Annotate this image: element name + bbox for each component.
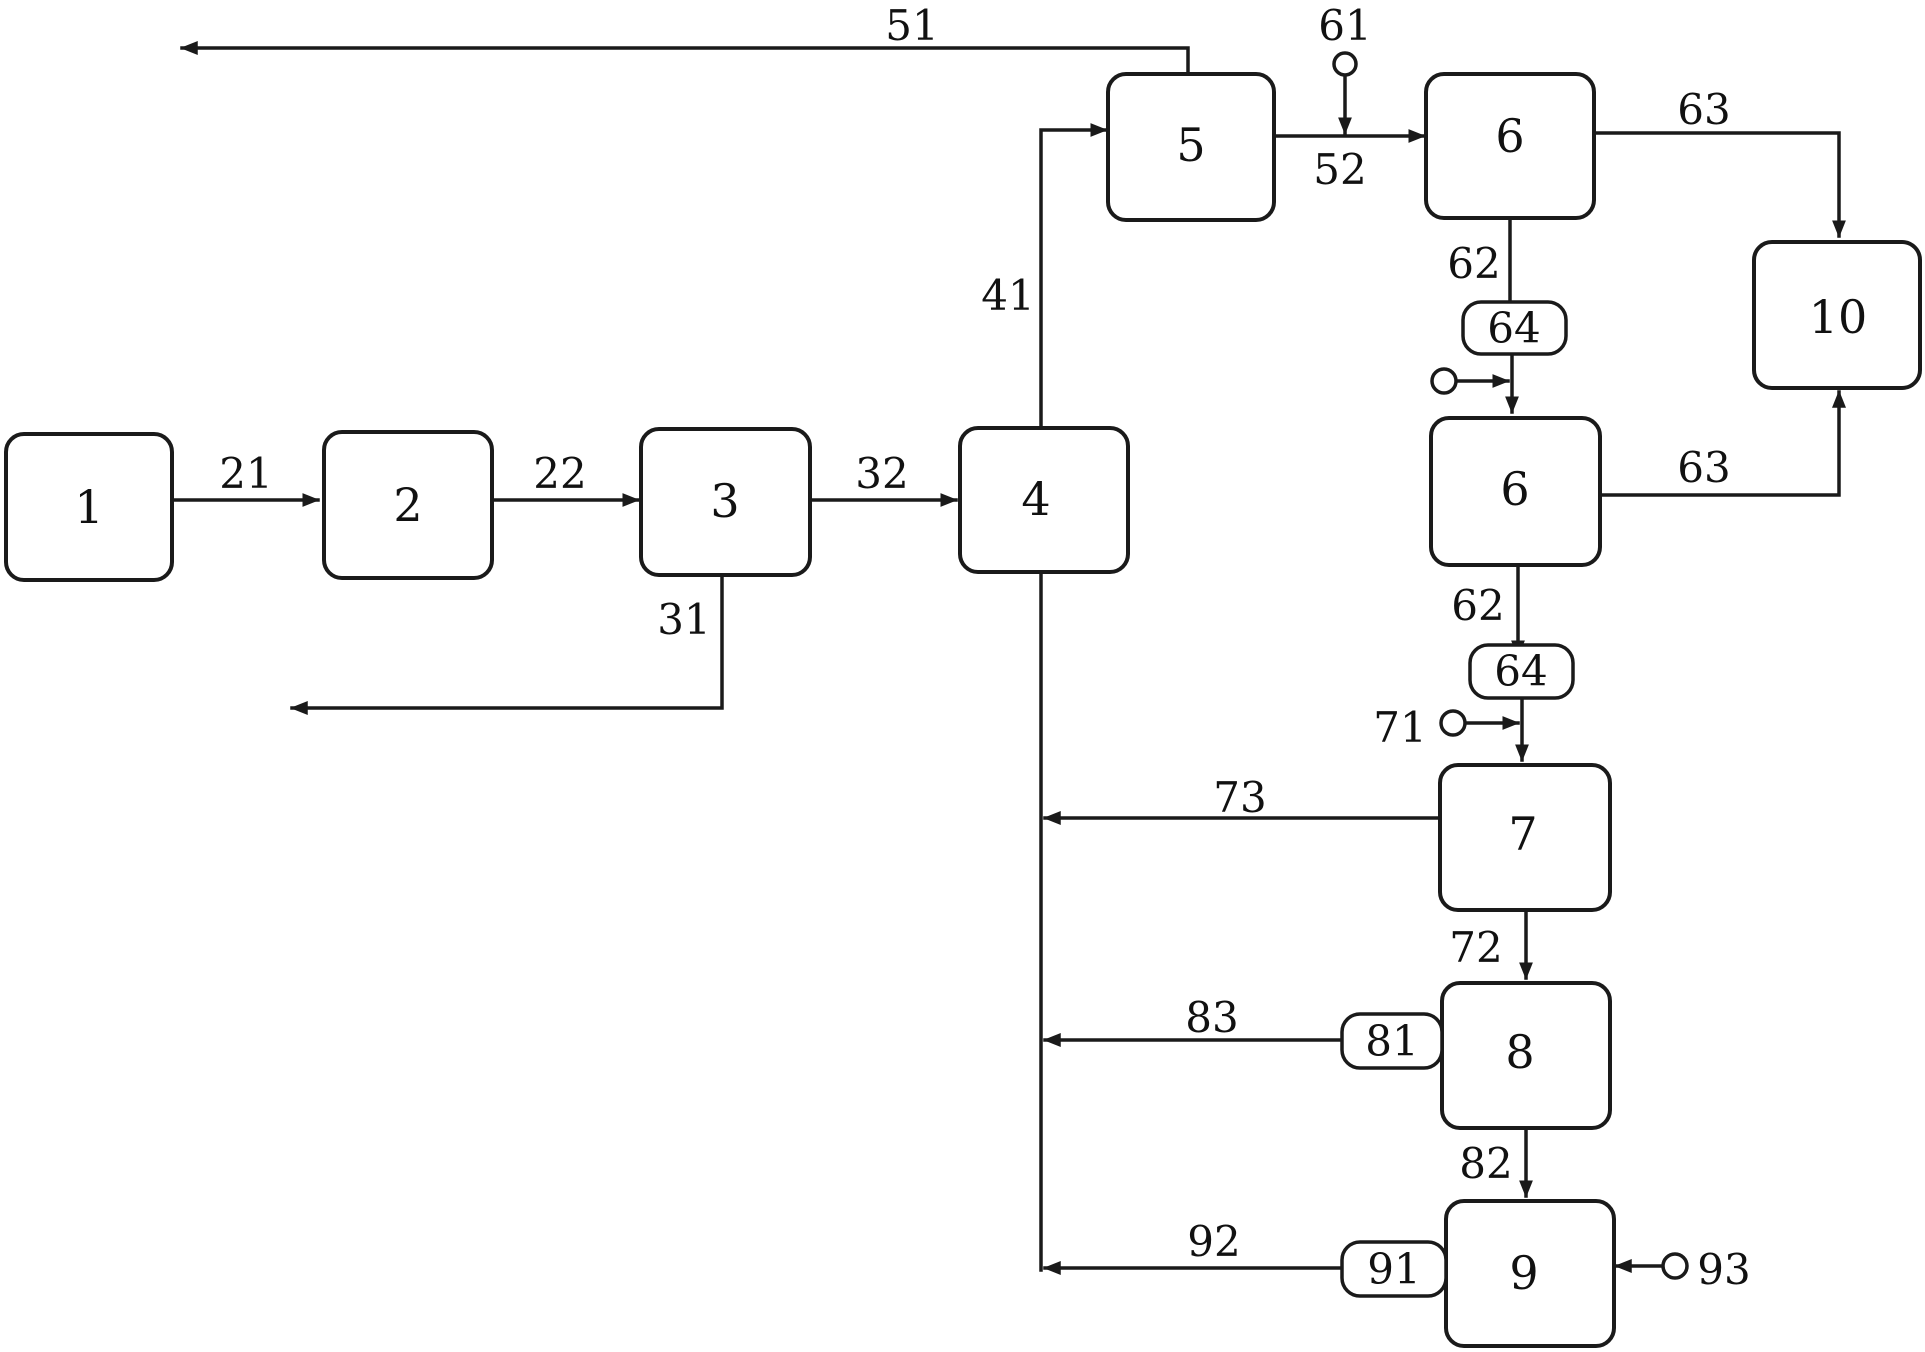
stream-62-bottom-label: 62 — [1451, 581, 1504, 630]
unit-7: 7 — [1438, 763, 1612, 912]
unit-10: 10 — [1752, 240, 1922, 390]
unit-4-label: 4 — [1021, 472, 1050, 526]
unit-5-label: 5 — [1176, 118, 1205, 172]
unit-1-label: 1 — [74, 480, 103, 534]
feed-71-icon — [1439, 709, 1467, 737]
unit-8: 8 — [1440, 981, 1612, 1130]
fitting-64-bottom: 64 — [1468, 643, 1575, 700]
stream-31-line — [290, 573, 724, 715]
stream-62-top-label: 62 — [1447, 239, 1500, 288]
stream-21-label: 21 — [219, 449, 272, 498]
unit-7-label: 7 — [1508, 807, 1537, 861]
stream-41-line — [1039, 123, 1108, 427]
unit-6-bottom: 6 — [1429, 416, 1602, 567]
stream-22-label: 22 — [533, 449, 586, 498]
stream-63-top-label: 63 — [1677, 85, 1730, 134]
stream-93-label: 93 — [1697, 1245, 1750, 1294]
feed-61-icon — [1332, 51, 1358, 77]
unit-1: 1 — [4, 432, 174, 582]
fitting-64-top: 64 — [1461, 300, 1568, 356]
feed-side-icon — [1430, 367, 1458, 395]
unit-9-label: 9 — [1509, 1246, 1538, 1300]
stream-82-label: 82 — [1459, 1139, 1512, 1188]
unit-3: 3 — [639, 427, 812, 577]
unit-6-top: 6 — [1424, 72, 1596, 220]
stream-71-label: 71 — [1373, 703, 1426, 752]
stream-labels: 21 22 31 32 41 51 52 61 63 62 63 62 71 7… — [219, 1, 1750, 1294]
stream-51-line — [180, 41, 1190, 76]
unit-4: 4 — [958, 426, 1130, 574]
feed-points — [1332, 51, 1689, 1280]
stream-63-bottom-label: 63 — [1677, 443, 1730, 492]
unit-9: 9 — [1444, 1199, 1616, 1348]
stream-32-label: 32 — [855, 449, 908, 498]
stream-51-label: 51 — [885, 1, 938, 50]
fitting-91: 91 — [1340, 1240, 1448, 1298]
fitting-64-bottom-label: 64 — [1494, 647, 1547, 696]
fitting-81: 81 — [1340, 1012, 1444, 1070]
stream-92-label: 92 — [1187, 1217, 1240, 1266]
unit-10-label: 10 — [1809, 290, 1868, 344]
unit-2: 2 — [322, 430, 494, 580]
unit-8-label: 8 — [1505, 1025, 1534, 1079]
fitting-91-label: 91 — [1367, 1245, 1420, 1294]
unit-6-top-label: 6 — [1495, 109, 1524, 163]
unit-2-label: 2 — [393, 478, 422, 532]
stream-31-label: 31 — [657, 595, 710, 644]
stream-61-label: 61 — [1318, 1, 1371, 50]
fitting-64-top-label: 64 — [1487, 304, 1540, 353]
stream-63-top-line — [1594, 131, 1846, 238]
fitting-81-label: 81 — [1365, 1017, 1418, 1066]
stream-73-label: 73 — [1213, 773, 1266, 822]
stream-72-label: 72 — [1449, 923, 1502, 972]
unit-6-bottom-label: 6 — [1500, 462, 1529, 516]
stream-63-bottom-line — [1598, 390, 1846, 497]
unit-3-label: 3 — [710, 474, 739, 528]
feed-93-icon — [1661, 1252, 1689, 1280]
stream-41-label: 41 — [981, 271, 1034, 320]
stream-52-label: 52 — [1313, 145, 1366, 194]
stream-83-label: 83 — [1185, 993, 1238, 1042]
unit-5: 5 — [1106, 72, 1276, 222]
